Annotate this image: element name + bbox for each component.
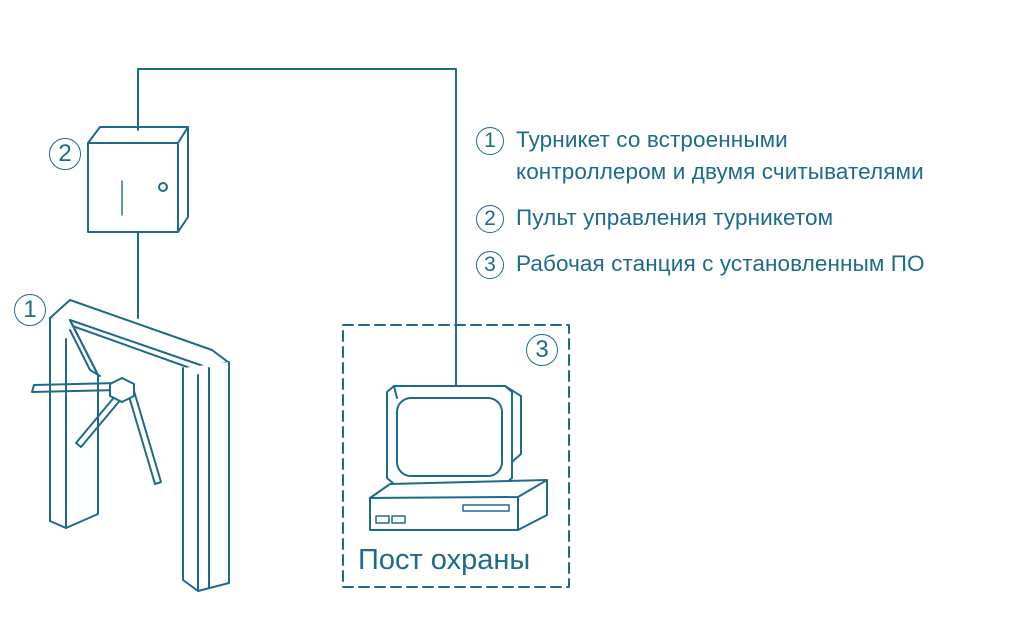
badge-control-panel: 2 <box>49 138 81 170</box>
legend-item: 3 Рабочая станция с установленным ПО <box>476 248 1016 280</box>
workstation <box>369 385 548 531</box>
turnstile <box>31 299 230 592</box>
badge-workstation-number: 3 <box>535 336 549 363</box>
legend-number: 3 <box>476 251 504 279</box>
legend-text: Рабочая станция с установленным ПО <box>516 251 925 276</box>
badge-workstation: 3 <box>526 334 558 366</box>
connection-cable <box>137 68 457 388</box>
legend-number: 1 <box>476 127 504 155</box>
legend-text: Турникет со встроенными контроллером и д… <box>516 127 924 184</box>
badge-control-panel-number: 2 <box>58 140 72 167</box>
control-panel-box <box>87 126 189 233</box>
badge-turnstile: 1 <box>14 294 46 326</box>
legend: 1 Турникет со встроенными контроллером и… <box>476 124 1016 294</box>
security-post-frame <box>342 324 570 588</box>
legend-number: 2 <box>476 205 504 233</box>
security-post-label: Пост охраны <box>358 544 531 576</box>
legend-item: 1 Турникет со встроенными контроллером и… <box>476 124 1016 188</box>
legend-item: 2 Пульт управления турникетом <box>476 202 1016 234</box>
legend-text: Пульт управления турникетом <box>516 205 834 230</box>
badge-turnstile-number: 1 <box>23 296 37 323</box>
